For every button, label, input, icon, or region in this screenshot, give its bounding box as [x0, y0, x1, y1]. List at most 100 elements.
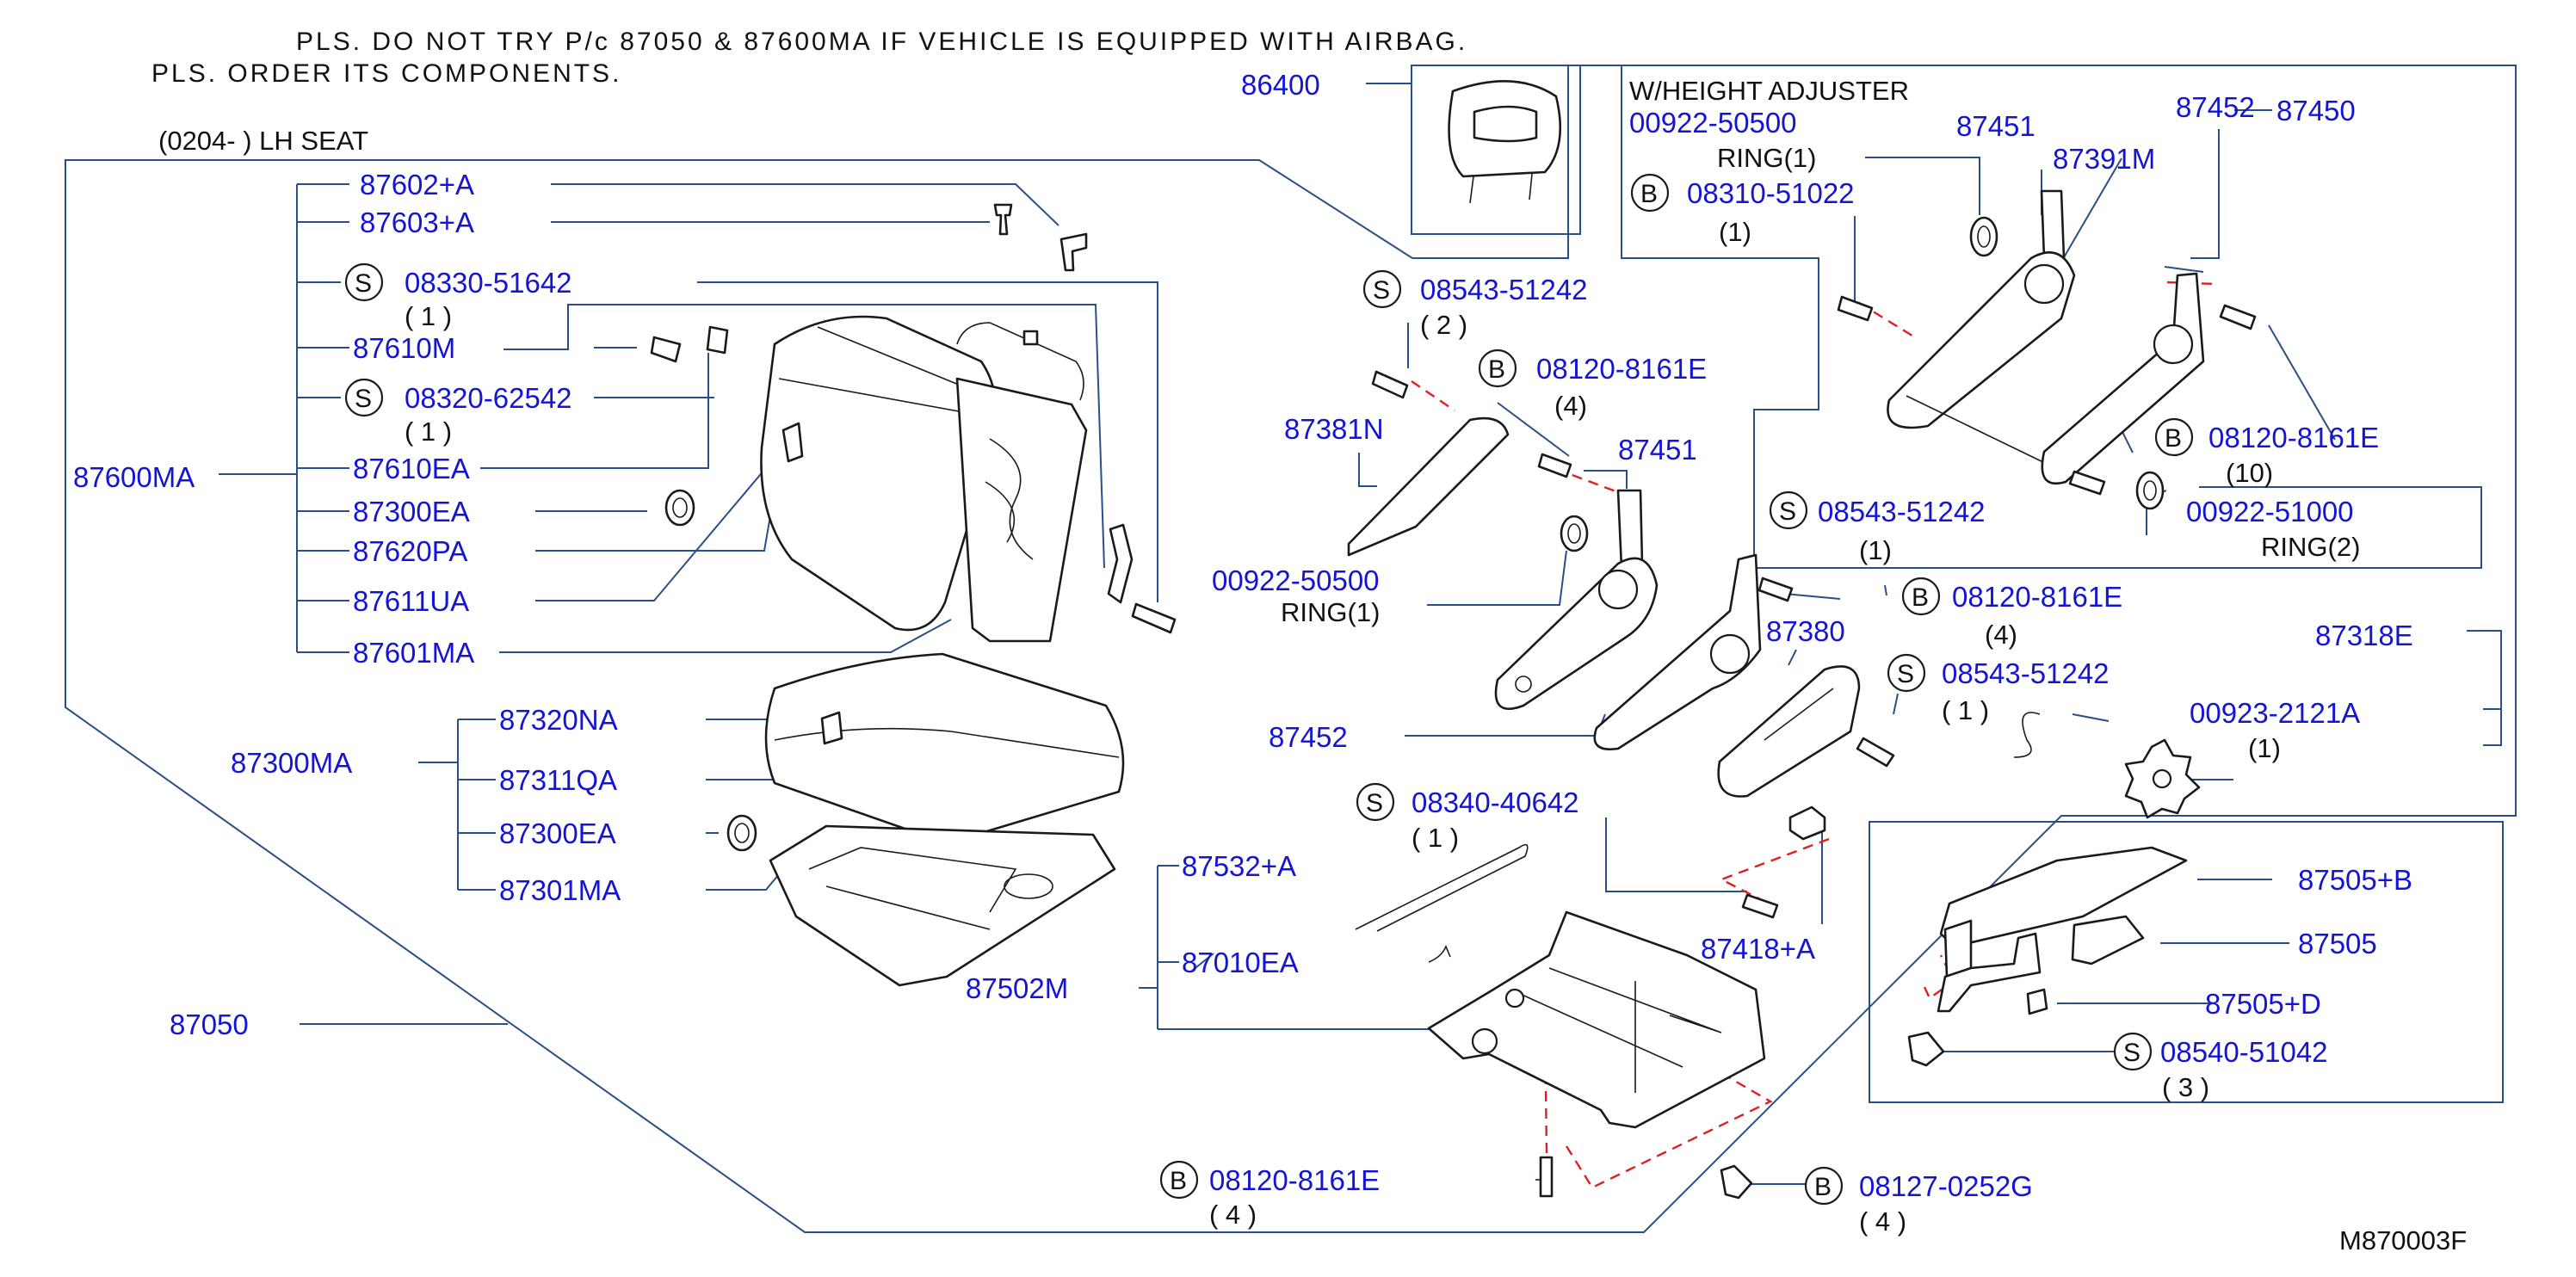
seat-assembly-frame [65, 65, 2517, 1233]
bolt-08120-c [1757, 577, 1794, 602]
bolt-08310 [1837, 295, 1874, 322]
bracket-87600ma [219, 183, 349, 653]
callout-87050: 87050 [170, 1009, 249, 1040]
qty-08543-51242-a: ( 2 ) [1420, 310, 1467, 340]
ring-00922-50500-b: RING(1) [1717, 143, 1816, 173]
badge-s-08540 [2113, 1032, 2153, 1071]
badge-s-08543-b [1769, 490, 1808, 530]
badge-b-08127 [1804, 1166, 1844, 1206]
badge-s-08543-c [1887, 653, 1926, 693]
callout-87380: 87380 [1766, 615, 1845, 647]
wire-87532a [1355, 843, 1529, 932]
height-adjuster-frame [1621, 65, 2482, 569]
callout-87451-a: 87451 [1618, 434, 1697, 466]
badge-b-08127-letter: B [1814, 1173, 1832, 1201]
cushion-pan-87301ma [769, 824, 1116, 987]
leader-lines [300, 83, 2336, 1185]
callout-87318e: 87318E [2315, 620, 2413, 651]
bolt-08127 [1720, 1164, 1753, 1200]
callout-87601ma: 87601MA [353, 637, 474, 669]
callout-87452-b: 87452 [2176, 91, 2255, 123]
qty-08540-51042: ( 3 ) [2162, 1072, 2209, 1102]
callout-08340-40642: 08340-40642 [1412, 787, 1579, 818]
bolt-08320 [650, 325, 729, 363]
callout-08120-8161e-a: 08120-8161E [1536, 353, 1707, 385]
badges: S S S B S B B B S B S S B [344, 173, 2194, 1206]
callout-08120-8161e-d: 08120-8161E [1209, 1164, 1380, 1196]
bolt-08340 [1741, 893, 1779, 919]
ring-87300ea-2 [726, 814, 757, 852]
callout-87010ea: 87010EA [1182, 947, 1299, 978]
qty-00923-2121a: (1) [2248, 733, 2281, 763]
spring-87010ea [1428, 944, 1451, 963]
bolt-08330 [1131, 602, 1177, 634]
bracket-87318e [2467, 630, 2502, 746]
callout-00923-2121a: 00923-2121A [2190, 697, 2360, 729]
headrest-box [1411, 65, 1581, 235]
badge-b-08120-d-letter: B [1170, 1167, 1187, 1195]
recliner-lever-87381n-small [1107, 523, 1134, 604]
callout-87451-b: 87451 [1956, 110, 2035, 142]
drawing-id: M870003F [2339, 1225, 2467, 1255]
callout-08543-51242-a: 08543-51242 [1420, 274, 1588, 305]
callout-08320-62542: 08320-62542 [405, 382, 572, 414]
lifter-link-87452-b [1593, 553, 1762, 751]
callout-08543-51242-c: 08543-51242 [1942, 657, 2110, 689]
qty-08120-8161e-c: (4) [1985, 620, 2017, 650]
hook-87311qa [820, 711, 843, 745]
callout-87311qa: 87311QA [499, 764, 617, 796]
seat-back-frame-87610m [955, 322, 1088, 643]
clip-87603a [1059, 232, 1088, 272]
callout-08330-51642: 08330-51642 [405, 267, 572, 299]
callout-87452-a: 87452 [1269, 721, 1348, 753]
callout-08120-8161e-c: 08120-8161E [1952, 581, 2122, 613]
callout-87620pa: 87620PA [353, 535, 467, 567]
callout-87610ea: 87610EA [353, 453, 470, 484]
callout-87505d: 87505+D [2205, 988, 2321, 1020]
ring-87300ea-1 [664, 489, 695, 527]
callout-87450: 87450 [2276, 95, 2356, 126]
airbag-warning-note: PLS. DO NOT TRY P/c 87050 & 87600MA IF V… [296, 28, 1467, 56]
height-adjuster-title: W/HEIGHT ADJUSTER [1629, 76, 1909, 106]
ring-00922-b [1969, 216, 1998, 257]
callout-87505: 87505 [2298, 928, 2377, 959]
qty-08120-8161e-b: (10) [2226, 458, 2273, 488]
callout-08310-51022: 08310-51022 [1687, 177, 1855, 209]
badge-s-08330-letter: S [355, 269, 372, 298]
ring-00922-50500-a: RING(1) [1281, 597, 1380, 627]
clip-87602a [993, 203, 1013, 236]
bolt-08540 [1907, 1031, 1945, 1067]
badge-b-08120-d [1159, 1160, 1199, 1200]
adjuster-cover-87380 [1717, 665, 1861, 798]
headrest-86400 [1448, 80, 1562, 204]
bracket-87505-rail [1937, 932, 2042, 1013]
seat-track-87502m [1427, 910, 1766, 1129]
badge-s-08330 [344, 262, 384, 302]
ring-00922-a [1560, 515, 1589, 552]
qty-08127-0252g: ( 4 ) [1859, 1206, 1906, 1237]
callout-87603a: 87603+A [360, 207, 474, 238]
callout-00922-50500-b: 00922-50500 [1629, 107, 1797, 139]
screw-08543-a [1371, 370, 1409, 399]
callout-87602a: 87602+A [360, 169, 474, 200]
callout-08540-51042: 08540-51042 [2160, 1036, 2328, 1068]
callout-87600ma: 87600MA [73, 461, 195, 493]
badge-b-08310-letter: B [1640, 180, 1658, 208]
bracket-87502m [1139, 865, 1429, 1030]
badge-s-08340-letter: S [1366, 789, 1383, 817]
ring-00922-51000: RING(2) [2261, 532, 2360, 562]
knob-87318e [2124, 738, 2201, 819]
callout-87300ea-2: 87300EA [499, 817, 616, 849]
badge-s-08543-c-letter: S [1897, 660, 1914, 688]
bracket-87300ma [418, 719, 496, 891]
callout-87418a: 87418+A [1701, 933, 1815, 965]
callout-87300ea-1: 87300EA [353, 496, 470, 527]
callout-08127-0252g: 08127-0252G [1859, 1170, 2033, 1202]
badge-b-08120-a [1478, 349, 1517, 388]
rail-kit-box [1869, 821, 2504, 1103]
callout-87610m: 87610M [353, 332, 455, 364]
qty-08320-62542: ( 1 ) [405, 416, 452, 447]
badge-s-08320 [344, 378, 384, 417]
badge-b-08120-a-letter: B [1488, 355, 1505, 384]
